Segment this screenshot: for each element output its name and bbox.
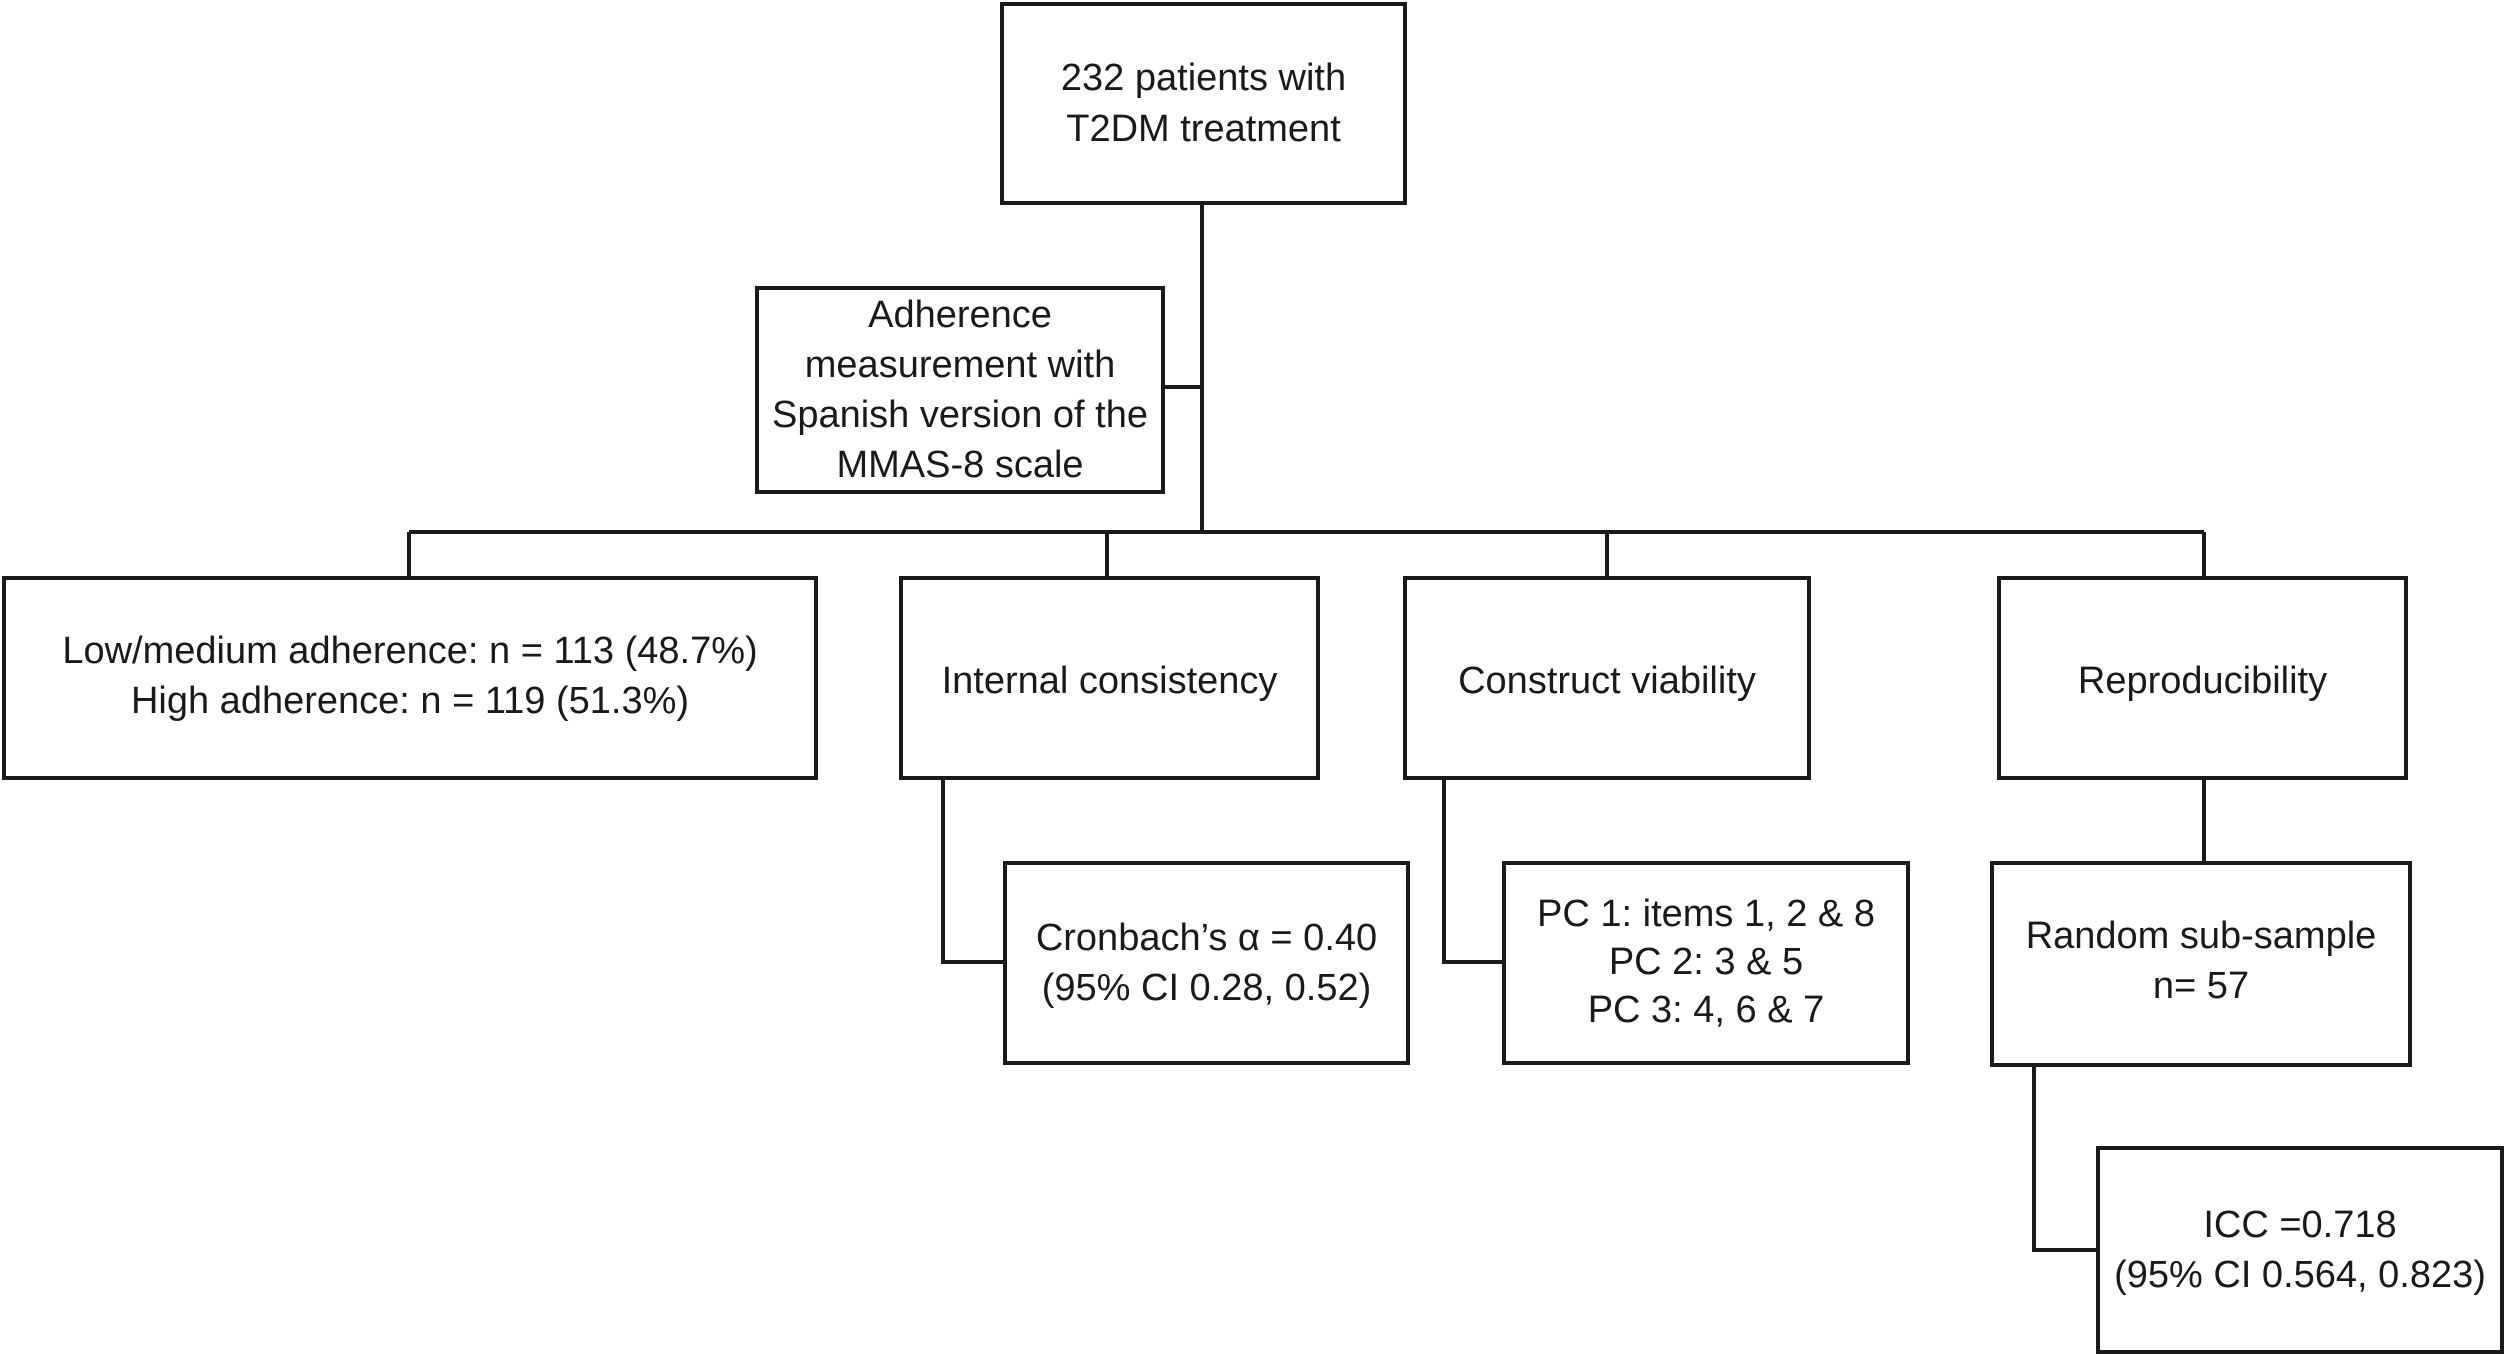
adherence-high: High adherence: n = 119 (51.3%) — [130, 680, 690, 723]
internal-consistency-box: Internal consistency — [899, 576, 1320, 780]
pc-2: PC 2: 3 & 5 — [1608, 941, 1804, 984]
reproducibility-box: Reproducibility — [1997, 576, 2408, 780]
subsample-n: n= 57 — [2152, 965, 2250, 1008]
measurement-text-line-3: Spanish version of the — [771, 394, 1148, 436]
subsample-box: Random sub-sample n= 57 — [1990, 861, 2412, 1067]
measurement-box: Adherence measurement with Spanish versi… — [755, 286, 1165, 494]
pc-1: PC 1: items 1, 2 & 8 — [1537, 893, 1875, 936]
icc-value: ICC =0.718 — [2203, 1203, 2397, 1246]
cronbach-alpha: Cronbach’s α = 0.40 — [1035, 916, 1378, 959]
adherence-results-box: Low/medium adherence: n = 113 (48.7%) Hi… — [2, 576, 818, 780]
measurement-text-line-1: Adherence — [868, 293, 1052, 336]
icc-ci: (95% CI 0.564, 0.823) — [2114, 1254, 2486, 1296]
subsample-label: Random sub-sample — [2025, 915, 2377, 957]
reproducibility-label: Reproducibility — [2077, 660, 2328, 702]
measurement-text-line-2: measurement with — [804, 343, 1116, 386]
construct-viability-label: Construct viability — [1458, 660, 1756, 702]
construct-viability-box: Construct viability — [1403, 576, 1811, 780]
adherence-low-medium: Low/medium adherence: n = 113 (48.7%) — [62, 630, 758, 672]
connector-subsample-to-icc — [2032, 1065, 2098, 1252]
internal-consistency-label: Internal consistency — [941, 660, 1278, 702]
icc-box: ICC =0.718 (95% CI 0.564, 0.823) — [2096, 1146, 2504, 1354]
cronbach-ci: (95% CI 0.28, 0.52) — [1041, 967, 1372, 1009]
measurement-text-line-4: MMAS-8 scale — [836, 444, 1084, 487]
root-text-line-1: 232 patients with — [1060, 57, 1347, 100]
principal-components-box: PC 1: items 1, 2 & 8 PC 2: 3 & 5 PC 3: 4… — [1502, 861, 1910, 1065]
root-box: 232 patients with T2DM treatment — [1000, 2, 1407, 205]
connector-internal-to-cronbach — [941, 778, 1005, 964]
cronbach-box: Cronbach’s α = 0.40 (95% CI 0.28, 0.52) — [1003, 861, 1410, 1065]
connector-construct-to-pc — [1442, 778, 1504, 964]
pc-3: PC 3: 4, 6 & 7 — [1587, 988, 1825, 1031]
root-text-line-2: T2DM treatment — [1066, 107, 1341, 150]
